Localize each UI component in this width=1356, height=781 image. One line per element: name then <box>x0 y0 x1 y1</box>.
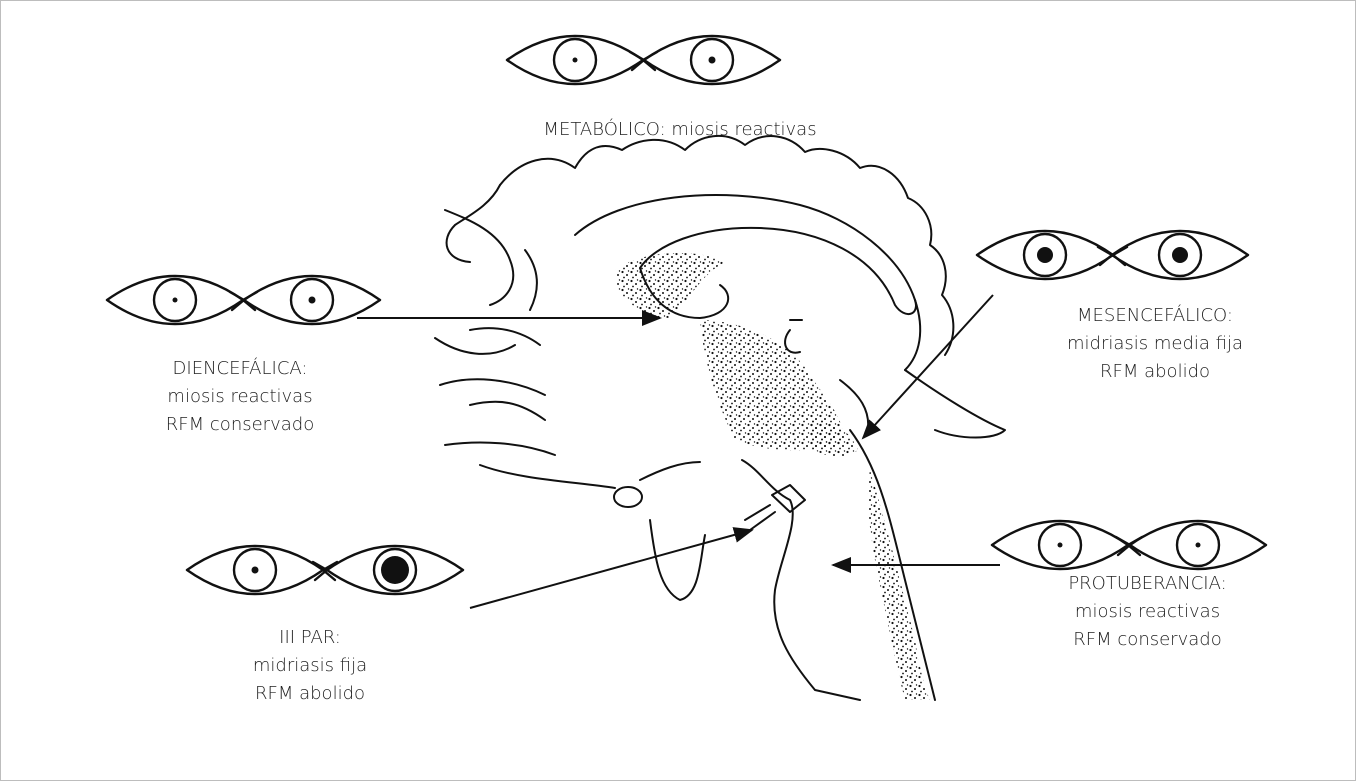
label-iii-par-line3: RFM abolido <box>200 680 420 708</box>
eye-small-pupil-icon <box>187 546 337 594</box>
midbrain-stipple <box>810 420 858 457</box>
label-protuberancia-line1: PROTUBERANCIA: <box>1015 570 1280 598</box>
arrow-mesencefalico <box>863 295 993 438</box>
pituitary <box>614 487 642 507</box>
frontal-fold-4 <box>440 379 545 395</box>
frontal-fold-6 <box>445 442 555 455</box>
label-iii-par-line1: III PAR: <box>200 624 420 652</box>
mammillary-loop <box>785 330 800 353</box>
arrow-iii-par <box>470 530 752 608</box>
label-diencefalica-line2: miosis reactivas <box>125 383 355 411</box>
label-mesencefalico-line1: MESENCEFÁLICO: <box>1020 302 1290 330</box>
eye-pinpoint-pupil-icon <box>107 276 257 324</box>
eye-medium-fixed-pupil-icon <box>1098 231 1248 279</box>
thalamus-stipple <box>615 253 725 318</box>
label-mesencefalico-line3: RFM abolido <box>1020 358 1290 386</box>
label-mesencefalico: MESENCEFÁLICO: midriasis media fija RFM … <box>1020 302 1290 386</box>
optic-nerve <box>480 465 615 488</box>
label-metabolico-line1: METABÓLICO: miosis reactivas <box>510 116 850 144</box>
hypophyseal-stalk <box>640 462 700 480</box>
eye-pinpoint-pupil-icon <box>507 36 657 84</box>
brainstem-stipple <box>868 470 930 700</box>
eye-small-pupil-icon <box>230 276 380 324</box>
label-iii-par-line2: midriasis fija <box>200 652 420 680</box>
eye-small-pupil-icon <box>630 36 780 84</box>
label-protuberancia: PROTUBERANCIA: miosis reactivas RFM cons… <box>1015 570 1280 654</box>
tentorium <box>905 370 1005 438</box>
label-diencefalica-line1: DIENCEFÁLICA: <box>125 355 355 383</box>
eye-pinpoint-pupil-icon <box>1116 521 1266 569</box>
label-metabolico: METABÓLICO: miosis reactivas <box>510 116 850 144</box>
frontal-fold-2 <box>470 328 540 345</box>
eye-dilated-pupil-icon <box>313 546 463 594</box>
label-protuberancia-line3: RFM conservado <box>1015 626 1280 654</box>
label-protuberancia-line2: miosis reactivas <box>1015 598 1280 626</box>
eye-pinpoint-pupil-icon <box>992 521 1142 569</box>
label-iii-par: III PAR: midriasis fija RFM abolido <box>200 624 420 708</box>
frontal-fold-5 <box>470 402 545 420</box>
label-diencefalica-line3: RFM conservado <box>125 411 355 439</box>
cortex-outline <box>500 136 953 355</box>
eye-medium-fixed-pupil-icon <box>977 231 1127 279</box>
label-diencefalica: DIENCEFÁLICA: miosis reactivas RFM conse… <box>125 355 355 439</box>
frontal-fold-3 <box>435 338 515 354</box>
label-mesencefalico-line2: midriasis media fija <box>1020 330 1290 358</box>
